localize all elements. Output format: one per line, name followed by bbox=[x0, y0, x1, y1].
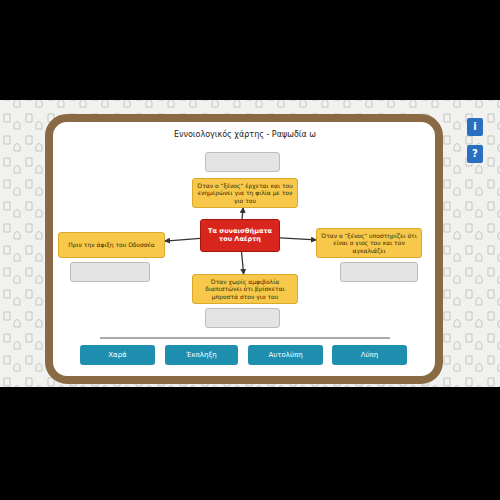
node-text: Λύπη bbox=[361, 351, 379, 359]
arrow-connector bbox=[242, 252, 244, 274]
node-text: Τα συναισθήματα του Λαέρτη bbox=[206, 228, 274, 244]
event-box: Πριν την άφιξη του Οδυσσέα bbox=[58, 232, 165, 258]
node-text: Έκπληξη bbox=[186, 351, 216, 359]
event-box: Όταν ο "ξένος" έρχεται και του ενημερώνε… bbox=[192, 178, 298, 208]
help-icon: i bbox=[467, 118, 483, 136]
separator bbox=[100, 338, 390, 339]
node-text: Όταν ο "ξένος" υποστηρίζει ότι είναι ο γ… bbox=[321, 232, 417, 254]
answer-button: Έκπληξη bbox=[165, 345, 238, 365]
node-text: Αυτολύπη bbox=[268, 351, 302, 359]
arrow-connector bbox=[165, 238, 200, 241]
pattern-ground bbox=[0, 100, 500, 387]
answer-slot bbox=[205, 152, 280, 172]
event-box: Όταν ο "ξένος" υποστηρίζει ότι είναι ο γ… bbox=[316, 228, 422, 258]
arrow-connector bbox=[242, 208, 243, 219]
answer-button: Αυτολύπη bbox=[248, 345, 323, 365]
frame bbox=[49, 118, 439, 380]
node-text: Χαρά bbox=[108, 351, 126, 359]
arrow-connector bbox=[280, 238, 316, 240]
node-text: Πριν την άφιξη του Οδυσσέα bbox=[68, 241, 155, 248]
answer-slot bbox=[70, 262, 150, 282]
answer-slot bbox=[205, 308, 280, 328]
central-box: Τα συναισθήματα του Λαέρτη bbox=[200, 219, 280, 252]
event-box: Όταν χωρίς αμφιβολία διαπιστώνει ότι βρί… bbox=[192, 274, 298, 304]
node-text: Όταν χωρίς αμφιβολία διαπιστώνει ότι βρί… bbox=[197, 278, 293, 300]
node-text: Όταν ο "ξένος" έρχεται και του ενημερώνε… bbox=[197, 182, 293, 204]
diagram-title: Εννοιολογικός χάρτης - Ραψωδία ω bbox=[60, 130, 430, 139]
answer-button: Λύπη bbox=[332, 345, 407, 365]
answer-slot bbox=[340, 262, 418, 282]
answer-button: Χαρά bbox=[80, 345, 155, 365]
help-icon: ? bbox=[467, 145, 483, 163]
